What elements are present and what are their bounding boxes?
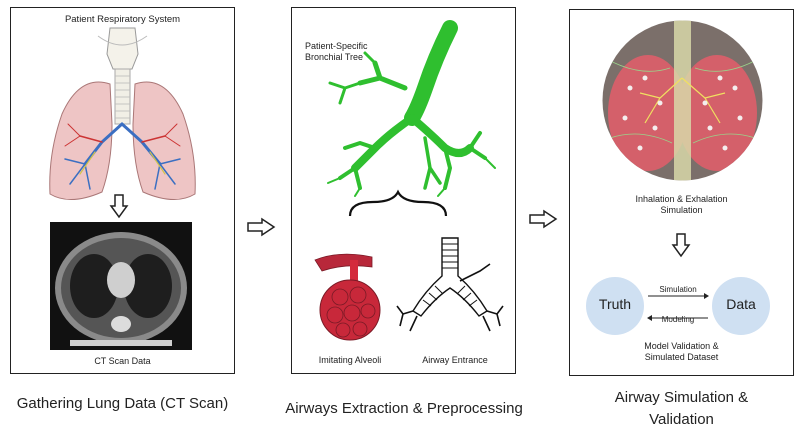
simulation-label-line2: Simulation bbox=[660, 205, 703, 215]
airway-entrance-label: Airway Entrance bbox=[422, 355, 488, 365]
right-arrow-icon bbox=[529, 209, 558, 229]
ct-scan-image bbox=[50, 222, 192, 350]
airway-entrance-illustration bbox=[396, 237, 504, 332]
validation-label-line2: Simulated Dataset bbox=[644, 352, 719, 362]
caption-airways-extraction: Airways Extraction & Preprocessing bbox=[285, 400, 523, 417]
simulation-label-line1: Inhalation & Exhalation bbox=[635, 194, 728, 204]
bronchial-tree-title-line2: Bronchial Tree bbox=[305, 52, 364, 62]
ct-scan-label: CT Scan Data bbox=[94, 356, 151, 366]
brace-icon bbox=[348, 189, 448, 217]
caption-airway-simulation-line2: Validation bbox=[649, 411, 714, 428]
down-arrow-icon bbox=[671, 233, 691, 258]
respiratory-system-title: Patient Respiratory System bbox=[64, 14, 181, 25]
caption-airway-simulation-line1: Airway Simulation & bbox=[614, 389, 749, 406]
simulation-arrow-label: Simulation bbox=[659, 285, 697, 294]
bronchial-tree-title-line1: Patient-Specific bbox=[305, 41, 368, 51]
imitating-alveoli-label: Imitating Alveoli bbox=[318, 355, 382, 365]
alveoli-illustration bbox=[314, 253, 381, 341]
modeling-arrow-label: Modeling bbox=[661, 315, 695, 324]
truth-label: Truth bbox=[598, 296, 632, 312]
caption-gathering-lung-data: Gathering Lung Data (CT Scan) bbox=[16, 395, 229, 412]
data-label: Data bbox=[726, 296, 756, 312]
data-circle bbox=[712, 277, 770, 335]
lung-simulation-image bbox=[602, 20, 763, 181]
right-arrow-icon bbox=[247, 217, 276, 237]
validation-label-line1: Model Validation & bbox=[644, 341, 719, 351]
truth-data-arrows bbox=[647, 293, 709, 321]
respiratory-system-illustration bbox=[49, 27, 196, 200]
bronchial-tree-model bbox=[327, 20, 496, 197]
down-arrow-icon bbox=[109, 194, 129, 219]
truth-circle bbox=[586, 277, 644, 335]
